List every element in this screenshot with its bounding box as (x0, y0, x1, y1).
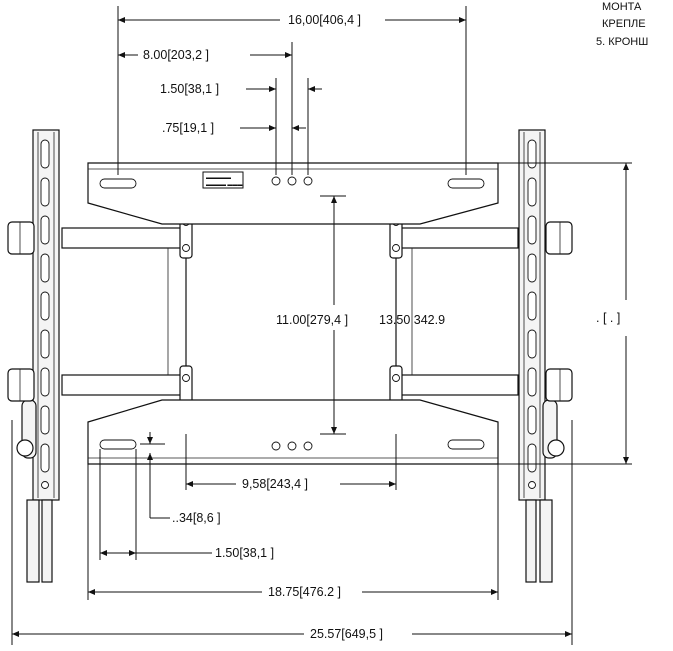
right-rail (518, 129, 565, 583)
notes-block: МОНТА КРЕПЛЕ 5. КРОНШ (596, 1, 648, 48)
dim-slot-length-label: 1.50[38,1 ] (215, 546, 274, 560)
right-rail-slots (527, 139, 537, 489)
dim-top-width-label: 16,00[406,4 ] (288, 13, 361, 27)
dim-plate-height-label: 11.00[279,4 ] (276, 313, 348, 327)
dim-top-width: 16,00[406,4 ] (117, 6, 467, 175)
vertical-plate (167, 195, 413, 435)
top-bracket: ▬▬▬▬▬ ▬▬▬▬ ▬▬▬ (87, 162, 499, 225)
dim-plate-height-alt-label: 13.50 342.9 (379, 313, 445, 327)
dim-plate-width: 9,58[243,4 ] (185, 434, 397, 491)
dim-side-height: . [ . ] (498, 162, 632, 465)
left-rail-slots (40, 139, 50, 489)
dim-half-width-label: 8.00[203,2 ] (143, 48, 209, 62)
dim-bracket-width-label: 18.75[476.2 ] (268, 585, 341, 599)
dim-half-width: 8.00[203,2 ] (118, 42, 293, 175)
label-plate-line-2: ▬▬▬▬ ▬▬▬ (206, 182, 242, 188)
dim-side-height-label: . [ . ] (596, 311, 620, 325)
dim-bracket-width: 18.75[476.2 ] (87, 464, 499, 600)
dim-plate-width-label: 9,58[243,4 ] (242, 477, 308, 491)
dim-overall-width-label: 25.57[649,5 ] (310, 627, 383, 641)
dim-plate-height: 11.00[279,4 ] 13.50 342.9 (276, 195, 445, 435)
dim-hole-150: 1.50[38,1 ] (160, 78, 322, 175)
dim-hole-150-label: 1.50[38,1 ] (160, 82, 219, 96)
dim-slot-offset: ..34[8,6 ] (140, 432, 221, 525)
dim-hole-075-label: .75[19,1 ] (162, 121, 214, 135)
dim-overall-width: 25.57[649,5 ] (11, 420, 573, 645)
label-plate (202, 171, 244, 189)
note-line-2: КРЕПЛЕ (602, 18, 646, 30)
note-line-1: МОНТА (602, 1, 642, 13)
label-plate-line-1: ▬▬▬▬▬ (206, 175, 231, 181)
dim-slot-offset-label: ..34[8,6 ] (172, 511, 221, 525)
dim-slot-length: 1.50[38,1 ] (99, 449, 274, 560)
dim-hole-075: .75[19,1 ] (162, 121, 306, 135)
left-rail (16, 129, 60, 583)
note-line-3: 5. КРОНШ (596, 36, 648, 48)
